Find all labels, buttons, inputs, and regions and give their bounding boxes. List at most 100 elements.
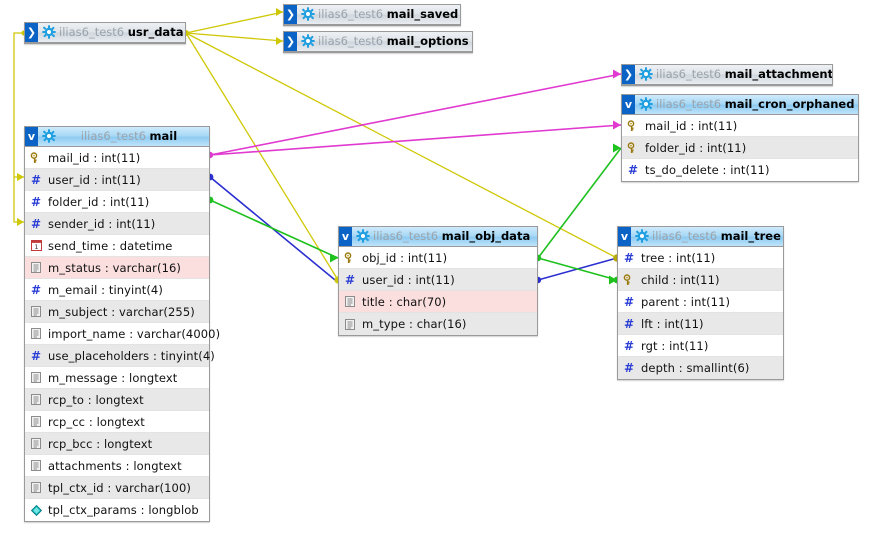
table-schema-label: ilias6_test6 bbox=[318, 7, 384, 21]
gear-icon[interactable] bbox=[639, 67, 654, 82]
key-icon bbox=[343, 251, 357, 265]
table-row[interactable]: mail_id : int(11) bbox=[25, 147, 209, 169]
table-title-mail_cron_orphaned: ilias6_test6 mail_cron_orphaned bbox=[654, 98, 858, 111]
table-row[interactable]: tpl_ctx_id : varchar(100) bbox=[25, 477, 209, 499]
table-row[interactable]: #user_id : int(11) bbox=[25, 169, 209, 191]
table-name-label: mail_options bbox=[386, 34, 469, 48]
table-row[interactable]: #depth : smallint(6) bbox=[618, 357, 783, 379]
relation-usr_data-mail-sender_id bbox=[13, 177, 24, 223]
table-title-mail_saved: ilias6_test6 mail_saved bbox=[316, 8, 460, 21]
gear-icon[interactable] bbox=[635, 229, 650, 244]
table-name-label: mail_attachment bbox=[724, 67, 832, 81]
table-row[interactable]: #user_id : int(11) bbox=[339, 269, 537, 291]
gear-icon[interactable] bbox=[42, 25, 57, 40]
calendar-icon: 1 bbox=[29, 239, 43, 253]
column-label: rcp_to : longtext bbox=[48, 392, 144, 407]
chevron-right-icon[interactable]: ❯ bbox=[284, 5, 297, 24]
chevron-right-icon[interactable]: ❯ bbox=[284, 32, 297, 51]
table-row[interactable]: #tree : int(11) bbox=[618, 247, 783, 269]
table-row[interactable]: obj_id : int(11) bbox=[339, 247, 537, 269]
column-label: rcp_bcc : longtext bbox=[48, 436, 153, 451]
text-icon bbox=[29, 371, 43, 385]
table-header-mail_saved[interactable]: ❯ ilias6_test6 mail_saved bbox=[284, 5, 460, 25]
table-mail_saved[interactable]: ❯ ilias6_test6 mail_saved bbox=[283, 4, 461, 26]
table-row[interactable]: title : char(70) bbox=[339, 291, 537, 313]
table-row[interactable]: rcp_bcc : longtext bbox=[25, 433, 209, 455]
relation-mail_obj_data-obj_id-mail_tree-child bbox=[537, 257, 618, 281]
column-label: depth : smallint(6) bbox=[641, 361, 750, 375]
table-row[interactable]: m_subject : varchar(255) bbox=[25, 301, 209, 323]
table-title-usr_data: ilias6_test6 usr_data bbox=[57, 26, 185, 39]
column-label: sender_id : int(11) bbox=[48, 216, 156, 231]
key-icon bbox=[622, 273, 636, 287]
hash-icon: # bbox=[30, 172, 42, 187]
table-usr_data[interactable]: ❯ ilias6_test6 usr_data bbox=[24, 22, 186, 44]
text-icon bbox=[343, 295, 357, 309]
table-mail_tree[interactable]: v ilias6_test6 mail_tree #tree : int(11)ch… bbox=[617, 226, 784, 380]
table-row[interactable]: m_type : char(16) bbox=[339, 313, 537, 335]
table-row[interactable]: m_message : longtext bbox=[25, 367, 209, 389]
chevron-down-icon[interactable]: v bbox=[339, 227, 352, 246]
table-row[interactable]: #m_email : tinyint(4) bbox=[25, 279, 209, 301]
chevron-down-icon[interactable]: v bbox=[622, 95, 635, 114]
table-header-mail_tree[interactable]: v ilias6_test6 mail_tree bbox=[618, 227, 783, 247]
hash-icon: # bbox=[30, 282, 42, 297]
table-row[interactable]: #lft : int(11) bbox=[618, 313, 783, 335]
table-row[interactable]: #parent : int(11) bbox=[618, 291, 783, 313]
gear-icon[interactable] bbox=[42, 129, 57, 144]
table-row[interactable]: child : int(11) bbox=[618, 269, 783, 291]
table-row[interactable]: tpl_ctx_params : longblob bbox=[25, 499, 209, 521]
column-label: use_placeholders : tinyint(4) bbox=[48, 348, 215, 363]
table-row[interactable]: attachments : longtext bbox=[25, 455, 209, 477]
table-row[interactable]: rcp_to : longtext bbox=[25, 389, 209, 411]
column-label: title : char(70) bbox=[362, 294, 447, 309]
table-header-mail_attachment[interactable]: ❯ ilias6_test6 mail_attachment bbox=[622, 65, 832, 85]
gear-icon[interactable] bbox=[356, 229, 371, 244]
table-mail_attachment[interactable]: ❯ ilias6_test6 mail_attachment bbox=[621, 64, 833, 86]
table-title-mail_attachment: ilias6_test6 mail_attachment bbox=[654, 68, 832, 81]
table-mail_options[interactable]: ❯ ilias6_test6 mail_options bbox=[283, 31, 473, 53]
table-row[interactable]: #ts_do_delete : int(11) bbox=[622, 159, 858, 181]
gear-icon[interactable] bbox=[639, 97, 654, 112]
chevron-right-icon[interactable]: ❯ bbox=[622, 65, 635, 84]
table-row[interactable]: import_name : varchar(4000) bbox=[25, 323, 220, 345]
table-title-mail_options: ilias6_test6 mail_options bbox=[316, 35, 472, 48]
hash-icon: # bbox=[623, 338, 635, 353]
column-label: import_name : varchar(4000) bbox=[48, 326, 221, 341]
column-label: attachments : longtext bbox=[48, 458, 182, 473]
table-row[interactable]: m_status : varchar(16) bbox=[25, 257, 209, 279]
chevron-down-icon[interactable]: v bbox=[25, 127, 38, 146]
table-row[interactable]: # folder_id : int(11) bbox=[25, 191, 209, 213]
table-title-mail_tree: ilias6_test6 mail_tree bbox=[650, 230, 783, 243]
column-label: folder_id : int(11) bbox=[48, 194, 150, 209]
chevron-down-icon[interactable]: v bbox=[618, 227, 631, 246]
table-row[interactable]: folder_id : int(11) bbox=[622, 137, 858, 159]
table-mail_cron_orphaned[interactable]: v ilias6_test6 mail_cron_orphaned mail_id … bbox=[621, 94, 859, 182]
table-schema-label: ilias6_test6 bbox=[80, 129, 146, 143]
table-header-mail_options[interactable]: ❯ ilias6_test6 mail_options bbox=[284, 32, 472, 52]
column-label: m_subject : varchar(255) bbox=[48, 304, 195, 319]
table-row[interactable]: mail_id : int(11) bbox=[622, 115, 858, 137]
table-row[interactable]: #rgt : int(11) bbox=[618, 335, 783, 357]
gear-icon[interactable] bbox=[301, 34, 316, 49]
gear-icon[interactable] bbox=[301, 7, 316, 22]
hash-icon: # bbox=[30, 194, 42, 209]
hash-icon: # bbox=[623, 316, 635, 331]
table-header-mail_cron_orphaned[interactable]: v ilias6_test6 mail_cron_orphaned bbox=[622, 95, 858, 115]
text-icon bbox=[29, 305, 43, 319]
table-header-usr_data[interactable]: ❯ ilias6_test6 usr_data bbox=[25, 23, 185, 43]
table-row[interactable]: #use_placeholders : tinyint(4) bbox=[25, 345, 215, 367]
table-row[interactable]: #sender_id : int(11) bbox=[25, 213, 209, 235]
chevron-right-icon[interactable]: ❯ bbox=[25, 23, 38, 42]
text-icon bbox=[29, 327, 43, 341]
blob-icon bbox=[29, 503, 43, 517]
table-row[interactable]: rcp_cc : longtext bbox=[25, 411, 209, 433]
column-label: parent : int(11) bbox=[641, 294, 731, 309]
column-label: obj_id : int(11) bbox=[362, 250, 448, 265]
